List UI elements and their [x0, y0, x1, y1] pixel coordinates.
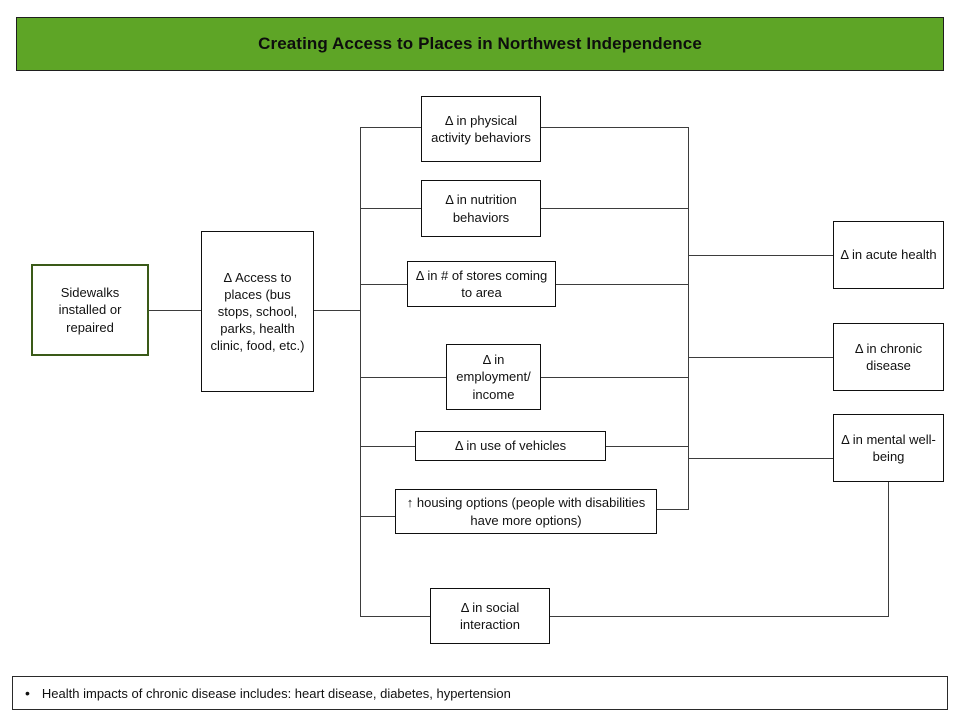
connector-trunk-to-social-interaction [360, 616, 430, 617]
connector-physical-activity-to-trunk [541, 127, 689, 128]
node-label: Δ in mental well-being [841, 431, 936, 464]
connector-left-trunk [360, 127, 361, 616]
node-label: Δ in acute health [840, 247, 937, 263]
node-employment-income[interactable]: Δ in employment/ income [446, 344, 541, 410]
node-label: Δ in social interaction [460, 599, 520, 632]
node-label: Δ in # of stores coming to area [415, 267, 548, 300]
connector-trunk-to-physical-activity [360, 127, 421, 128]
connector-trunk-to-housing [360, 516, 395, 517]
node-housing-options[interactable]: ↑ housing options (people with disabilit… [395, 489, 657, 534]
connector-trunk-to-mental-wellbeing [688, 458, 833, 459]
node-label: Δ in nutrition behaviors [445, 192, 517, 225]
node-mental-wellbeing[interactable]: Δ in mental well-being [833, 414, 944, 482]
connector-sidewalks-to-access [148, 310, 202, 311]
node-access-to-places[interactable]: Δ Access to places (bus stops, school, p… [201, 231, 314, 392]
connector-trunk-to-nutrition [360, 208, 421, 209]
connector-employment-to-trunk [541, 377, 689, 378]
node-sidewalks-installed-or-repaired[interactable]: Sidewalks installed or repaired [31, 264, 149, 356]
node-label: Δ in physical activity behaviors [431, 112, 531, 145]
connector-trunk-to-employment [360, 377, 446, 378]
node-social-interaction[interactable]: Δ in social interaction [430, 588, 550, 644]
connector-access-to-trunk [313, 310, 361, 311]
node-label: Sidewalks installed or repaired [58, 285, 122, 335]
node-label: Δ in employment/ income [456, 352, 531, 402]
connector-riser-to-mental-wellbeing [888, 481, 889, 617]
connector-trunk-to-chronic-disease [688, 357, 833, 358]
node-label: Δ in chronic disease [854, 340, 923, 373]
node-acute-health[interactable]: Δ in acute health [833, 221, 944, 289]
connector-housing-to-trunk [657, 509, 689, 510]
connector-trunk-to-stores [360, 284, 407, 285]
connector-right-trunk [688, 127, 689, 510]
footnote-text: Health impacts of chronic disease includ… [41, 685, 511, 701]
page-title-banner: Creating Access to Places in Northwest I… [16, 17, 944, 71]
node-physical-activity-behaviors[interactable]: Δ in physical activity behaviors [421, 96, 541, 162]
bullet-icon: • [25, 685, 30, 701]
node-stores-coming-to-area[interactable]: Δ in # of stores coming to area [407, 261, 556, 307]
footnote-box: • Health impacts of chronic disease incl… [12, 676, 948, 710]
node-label: Δ Access to places (bus stops, school, p… [210, 269, 305, 354]
node-chronic-disease[interactable]: Δ in chronic disease [833, 323, 944, 391]
connector-trunk-to-vehicles [360, 446, 415, 447]
connector-social-interaction-to-riser [550, 616, 889, 617]
node-nutrition-behaviors[interactable]: Δ in nutrition behaviors [421, 180, 541, 237]
connector-trunk-to-acute-health [688, 255, 833, 256]
node-label: Δ in use of vehicles [454, 438, 567, 454]
connector-nutrition-to-trunk [541, 208, 689, 209]
connector-stores-to-trunk [556, 284, 689, 285]
connector-vehicles-to-trunk [606, 446, 689, 447]
page-title: Creating Access to Places in Northwest I… [258, 34, 702, 53]
node-label: ↑ housing options (people with disabilit… [406, 495, 646, 528]
node-use-of-vehicles[interactable]: Δ in use of vehicles [415, 431, 606, 461]
